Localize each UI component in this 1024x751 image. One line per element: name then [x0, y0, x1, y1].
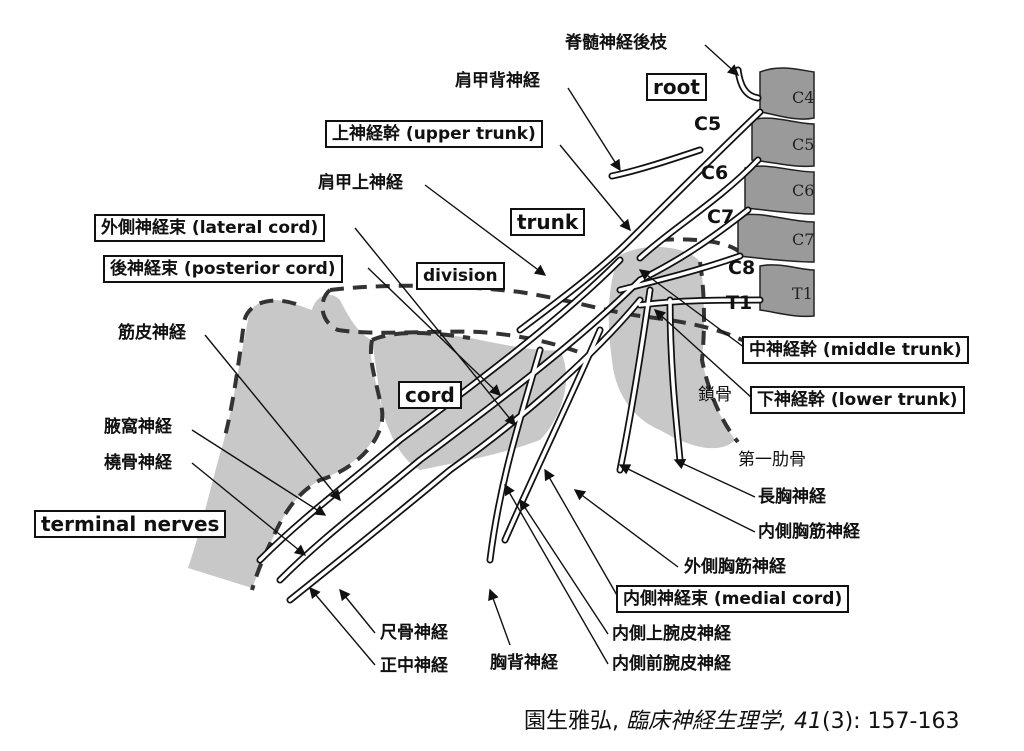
root-c7-inner: [638, 208, 750, 282]
lateral-cord-label: 外側神経束 (lateral cord): [94, 214, 326, 242]
ulnar-label: 尺骨神経: [380, 623, 448, 643]
leader-posterior-cord: [367, 267, 502, 396]
level-terminal-nerves: terminal nerves: [34, 510, 227, 538]
leader-long-thoracic: [673, 459, 756, 498]
vertebral-column: [737, 67, 815, 318]
rib-outline: [659, 237, 747, 444]
leader-thoracodorsal: [488, 588, 511, 646]
lower-trunk-label: 下神経幹 (lower trunk): [750, 386, 965, 414]
level-root: root: [646, 73, 707, 101]
leader-medial-cord: [544, 468, 619, 598]
lateral-pectoral-label: 外側胸筋神経: [684, 557, 786, 577]
citation: 園生雅弘, 臨床神経生理学, 41(3): 157-163: [524, 703, 959, 735]
leader-medial-antebrachial: [504, 483, 609, 665]
root-label-c7: C7: [707, 206, 735, 228]
vertebra-c7: [737, 213, 815, 263]
vertebra-c4: [759, 67, 815, 120]
axillary-label: 腋窩神経: [104, 417, 172, 437]
dorsal-scapular-label: 肩甲背神経: [455, 71, 540, 91]
radial-label: 橈骨神経: [104, 453, 172, 473]
vertebra-c5: [751, 117, 815, 168]
clavicle-label: 鎖骨: [698, 385, 732, 405]
medial-pectoral-nerve-inner: [668, 298, 682, 462]
vertebra-label-c7: C7: [792, 230, 815, 249]
leader-medial-pectoral: [618, 464, 756, 533]
nerve-strands: [256, 66, 764, 604]
root-label-t1: T1: [726, 292, 753, 314]
vertebra-label-c5: C5: [792, 135, 815, 154]
vertebra-label-t1: T1: [792, 284, 813, 303]
posterior-cord-label: 後神経束 (posterior cord): [103, 255, 343, 283]
root-label-c5: C5: [694, 113, 722, 135]
musculocutaneous-label: 筋皮神経: [118, 323, 186, 343]
thoracodorsal-label: 胸背神経: [490, 653, 558, 673]
vertebra-c6: [744, 165, 815, 215]
suprascapular-label: 肩甲上神経: [318, 173, 403, 193]
vertebra-label-c6: C6: [792, 181, 815, 200]
leader-upper-trunk: [559, 144, 631, 232]
cord-outline: [371, 331, 471, 342]
root-t1-inner: [638, 298, 762, 307]
leader-radial: [191, 462, 307, 556]
long-thoracic-nerve-inner: [618, 288, 652, 472]
root-c5-inner: [518, 110, 762, 332]
leader-median: [309, 586, 376, 666]
terminal-branch-2-inner: [503, 328, 602, 542]
leader-medial-brachial: [519, 498, 609, 635]
leader-lower-trunk: [653, 309, 753, 399]
dorsal-ramus-label: 脊髄神経後枝: [565, 33, 667, 53]
trunk-bundle-1-inner: [258, 258, 622, 562]
leader-lines: [191, 44, 756, 666]
shaded-regions: [188, 246, 735, 588]
first-rib-label: 第一肋骨: [738, 450, 806, 470]
root-c6-inner: [638, 158, 760, 260]
trunk-bundle-2-inner: [278, 278, 642, 582]
medial-pectoral-label: 内側胸筋神経: [758, 522, 860, 542]
citation-issue: (3): 157-163: [821, 709, 960, 734]
leader-dorsal-ramus: [704, 44, 740, 76]
medial-cord-label: 内側神経束 (medial cord): [616, 585, 850, 613]
leader-suprascapular: [424, 184, 547, 276]
leader-musculocutaneous: [204, 334, 341, 502]
middle-trunk-label: 中神経幹 (middle trunk): [742, 336, 969, 364]
dorsal-scapular-nerve-inner: [610, 148, 702, 178]
long-thoracic-label: 長胸神経: [758, 487, 826, 507]
leader-middle-trunk: [638, 269, 746, 349]
upper-trunk-label: 上神経幹 (upper trunk): [325, 120, 543, 148]
citation-journal: 臨床神経生理学, 41: [626, 709, 822, 734]
level-trunk: trunk: [510, 208, 586, 236]
vertebra-t1: [759, 264, 815, 318]
leader-dorsal-scapular: [567, 87, 621, 172]
root-label-c8: C8: [728, 257, 756, 279]
division-outline: [320, 283, 762, 358]
level-cord: cord: [398, 381, 462, 409]
leader-ulnar: [339, 588, 376, 634]
leader-lateral-pectoral: [573, 489, 679, 568]
median-label: 正中神経: [380, 656, 448, 676]
leader-lateral-cord: [354, 227, 516, 427]
scapula-region: [188, 294, 383, 588]
leader-axillary: [191, 429, 327, 516]
vertebra-label-c4: C4: [792, 88, 815, 107]
citation-author: 園生雅弘,: [524, 709, 626, 734]
root-label-c6: C6: [701, 162, 729, 184]
terminal-branch-1-inner: [488, 348, 542, 562]
medial-antebrachial-cutaneous-label: 内側前腕皮神経: [612, 654, 731, 674]
medial-brachial-cutaneous-label: 内側上腕皮神経: [612, 624, 731, 644]
level-division: division: [416, 262, 505, 290]
